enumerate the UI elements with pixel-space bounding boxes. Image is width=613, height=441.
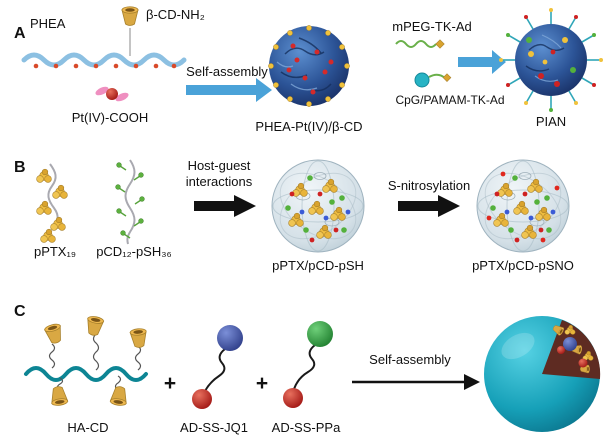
intermediate-label-a: PHEA-Pt(IV)/β-CD	[255, 119, 362, 134]
cpg-pamam-label: CpG/PAMAM-TK-Ad	[395, 93, 504, 107]
pian-texture	[525, 34, 565, 82]
ha-cd-polymer-icon	[24, 314, 148, 407]
panel-c-letter: C	[14, 303, 26, 320]
assembled-nanoparticle-sphere	[484, 316, 601, 432]
pptx-polymer-icon	[36, 163, 68, 243]
sphere-texture	[276, 37, 332, 92]
pt-complex-icon	[95, 86, 129, 102]
mpeg-squiggle-icon	[395, 39, 445, 49]
beta-cd-cup-icon	[121, 6, 139, 56]
pptx-pcd-psno-sphere	[473, 160, 573, 252]
phea-pt-bcd-sphere	[268, 25, 350, 107]
pt-label: Pt(IV)-COOH	[72, 110, 149, 125]
nitrosylation-label: S-nitrosylation	[388, 178, 470, 193]
panel-b-letter: B	[14, 159, 26, 176]
jq1-label: AD-SS-JQ1	[180, 420, 248, 435]
nitrosylation-arrow	[398, 195, 460, 217]
psh-sphere-label: pPTX/pCD-pSH	[272, 258, 364, 273]
plus-sign-2: +	[256, 372, 268, 395]
assembly-arrow-a2	[458, 50, 506, 74]
pian-spikes	[501, 10, 601, 110]
pian-surface-dots	[526, 37, 576, 87]
host-guest-arrow	[194, 195, 256, 217]
ad-ss-jq1-icon	[192, 325, 243, 409]
pian-sphere	[499, 8, 603, 112]
host-guest-label-1: Host-guest	[188, 158, 251, 173]
panel-a-letter: A	[14, 25, 26, 42]
pcd-psh-polymer-icon	[114, 159, 146, 245]
host-guest-label-2: interactions	[186, 174, 253, 189]
rim-cd-dots	[268, 25, 350, 107]
mpeg-label: mPEG-TK-Ad	[392, 19, 471, 34]
psno-sphere-label: pPTX/pCD-pSNO	[472, 258, 574, 273]
self-assembly-arrow-a	[186, 78, 272, 102]
pian-label: PIAN	[536, 114, 566, 129]
beta-cd-label: β-CD-NH₂	[146, 7, 205, 22]
ha-cd-label: HA-CD	[67, 420, 108, 435]
panel-b: B pPTX₁₉ pCD₁₂-pSH₃₆ Host-guest interact…	[14, 158, 574, 273]
pian-spike-tips	[499, 8, 603, 112]
phea-chain	[21, 52, 187, 69]
inner-pt-dots	[286, 43, 334, 95]
cutaway-contents	[551, 323, 594, 374]
plus-sign-1: +	[164, 372, 176, 395]
panel-a: A PHEA β-CD-NH₂ Pt(IV)-COOH Self-assembl…	[14, 6, 603, 134]
ppa-label: AD-SS-PPa	[272, 420, 341, 435]
self-assembly-label-a: Self-assembly	[186, 64, 268, 79]
phea-label: PHEA	[30, 16, 66, 31]
self-assembly-arrow-c	[352, 374, 480, 390]
sno-dots	[486, 171, 560, 243]
pt-pendant-dots	[33, 63, 177, 69]
panel-c: C HA-CD + AD-SS-JQ1 +	[14, 303, 601, 435]
pptx-pcd-psh-sphere	[268, 160, 368, 252]
pcd-psh-label: pCD₁₂-pSH₃₆	[96, 244, 172, 259]
cpg-pamam-icon	[414, 72, 452, 88]
ad-ss-ppa-icon	[283, 321, 333, 408]
self-assembly-label-c: Self-assembly	[369, 352, 451, 367]
pptx-label: pPTX₁₉	[34, 244, 76, 259]
